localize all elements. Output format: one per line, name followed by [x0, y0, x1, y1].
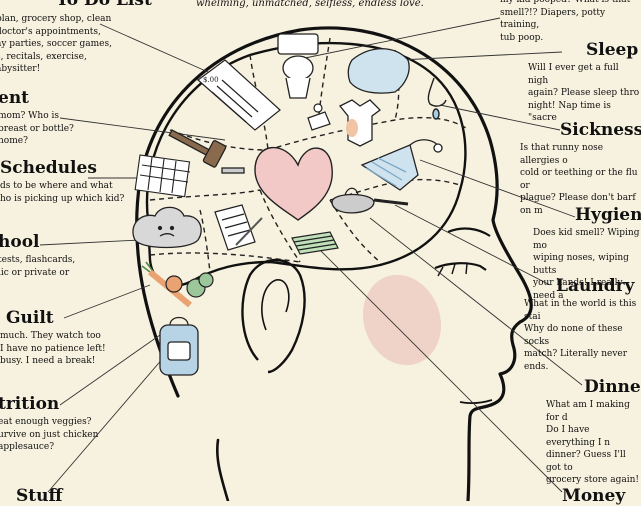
desc-schedules: ds to be where and what ho is picking up… [0, 181, 125, 204]
pillow-icon [347, 48, 410, 94]
head-outline [135, 26, 533, 501]
closed-eye [434, 262, 487, 271]
shower-icon [360, 139, 443, 191]
label-sickness: Sickness Is that runny nose allergies o … [520, 122, 641, 217]
neck-back [216, 438, 230, 501]
desc-school: tests, flashcards, lic or private or [0, 255, 76, 278]
label-schedules: Schedules ds to be where and what ho is … [0, 160, 150, 205]
desc-dinner: What am I making for d Do I have everyth… [546, 400, 640, 485]
money-stack-icon [291, 231, 339, 255]
ear-outline [241, 258, 306, 374]
desc-todo: plan, grocery shop, clean doctor's appoi… [0, 14, 112, 74]
title-sickness: Sickness [560, 120, 641, 140]
label-nutrition: trition eat enough veggies? urvive on ju… [0, 396, 108, 454]
title-nutrition: trition [0, 394, 60, 414]
title-money: Money [562, 486, 626, 506]
title-dinner: Dinner [584, 377, 641, 397]
title-schedules: Schedules [0, 158, 97, 178]
label-todo: To Do List plan, grocery shop, clean doc… [0, 0, 152, 76]
svg-text:$.00: $.00 [203, 76, 219, 84]
title-sleep: Sleep [586, 40, 639, 60]
label-laundry: Laundry What in the world is this stai W… [524, 278, 641, 373]
backpack-icon [159, 316, 199, 376]
label-hygiene: Hygiene Does kid smell? Wiping mo wiping… [533, 207, 641, 302]
label-dinner: Dinner What am I making for d Do I have … [546, 379, 641, 487]
label-poop: my kid pooped? What is that smell?!? Dia… [500, 0, 641, 44]
vegetables-icon [141, 261, 214, 308]
eye-lash [437, 263, 468, 277]
top-caption: whelming, unmatched, selfless, endless l… [196, 0, 424, 9]
brain-outline [145, 42, 467, 287]
title-todo: To Do List [56, 0, 152, 10]
nose-icon [427, 77, 447, 120]
eyebrow [447, 227, 491, 237]
toilet-icon [277, 33, 319, 99]
homework-icon [214, 204, 263, 251]
title-school: hool [0, 232, 40, 252]
desc-sleep: Will I ever get a full nigh again? Pleas… [528, 63, 640, 123]
label-parent: ent mom? Who is breast or bottle? home? [0, 90, 108, 148]
desc-parent: mom? Who is breast or bottle? home? [0, 111, 74, 146]
label-stuff: Stuff [16, 488, 62, 505]
desc-nutrition: eat enough veggies? urvive on just chick… [0, 417, 99, 452]
ear-inner [261, 279, 290, 331]
receipt-icon: $.00 [197, 59, 281, 131]
desc-hygiene: Does kid smell? Wiping mo wiping noses, … [533, 228, 640, 301]
cheek-blush [362, 274, 442, 366]
label-guilt: Guilt much. They watch too I have no pat… [0, 310, 130, 368]
lips [459, 399, 493, 404]
label-sleep: Sleep Will I ever get a full nigh again?… [528, 42, 641, 125]
title-parent: ent [0, 88, 30, 108]
storm-cloud-icon [132, 206, 202, 249]
label-money: Money [562, 488, 625, 505]
desc-guilt: much. They watch too I have no patience … [0, 331, 106, 366]
title-hygiene: Hygiene [575, 205, 641, 225]
title-laundry: Laundry [556, 276, 635, 296]
pointer-lines [39, 17, 583, 493]
desc-poop: my kid pooped? What is that smell?!? Dia… [500, 0, 631, 43]
onesie-icon [338, 99, 381, 147]
baby-bottle-icon [307, 103, 331, 131]
heart-icon [254, 146, 333, 221]
frying-pan-icon [331, 187, 409, 214]
title-guilt: Guilt [6, 308, 54, 328]
calendar-icon [134, 154, 191, 198]
desc-sickness: Is that runny nose allergies o cold or t… [520, 143, 638, 216]
judge-gavel-icon [168, 129, 245, 174]
desc-laundry: What in the world is this stai Why do no… [524, 299, 637, 372]
label-school: hool tests, flashcards, lic or private o… [0, 234, 108, 279]
title-stuff: Stuff [16, 486, 63, 506]
